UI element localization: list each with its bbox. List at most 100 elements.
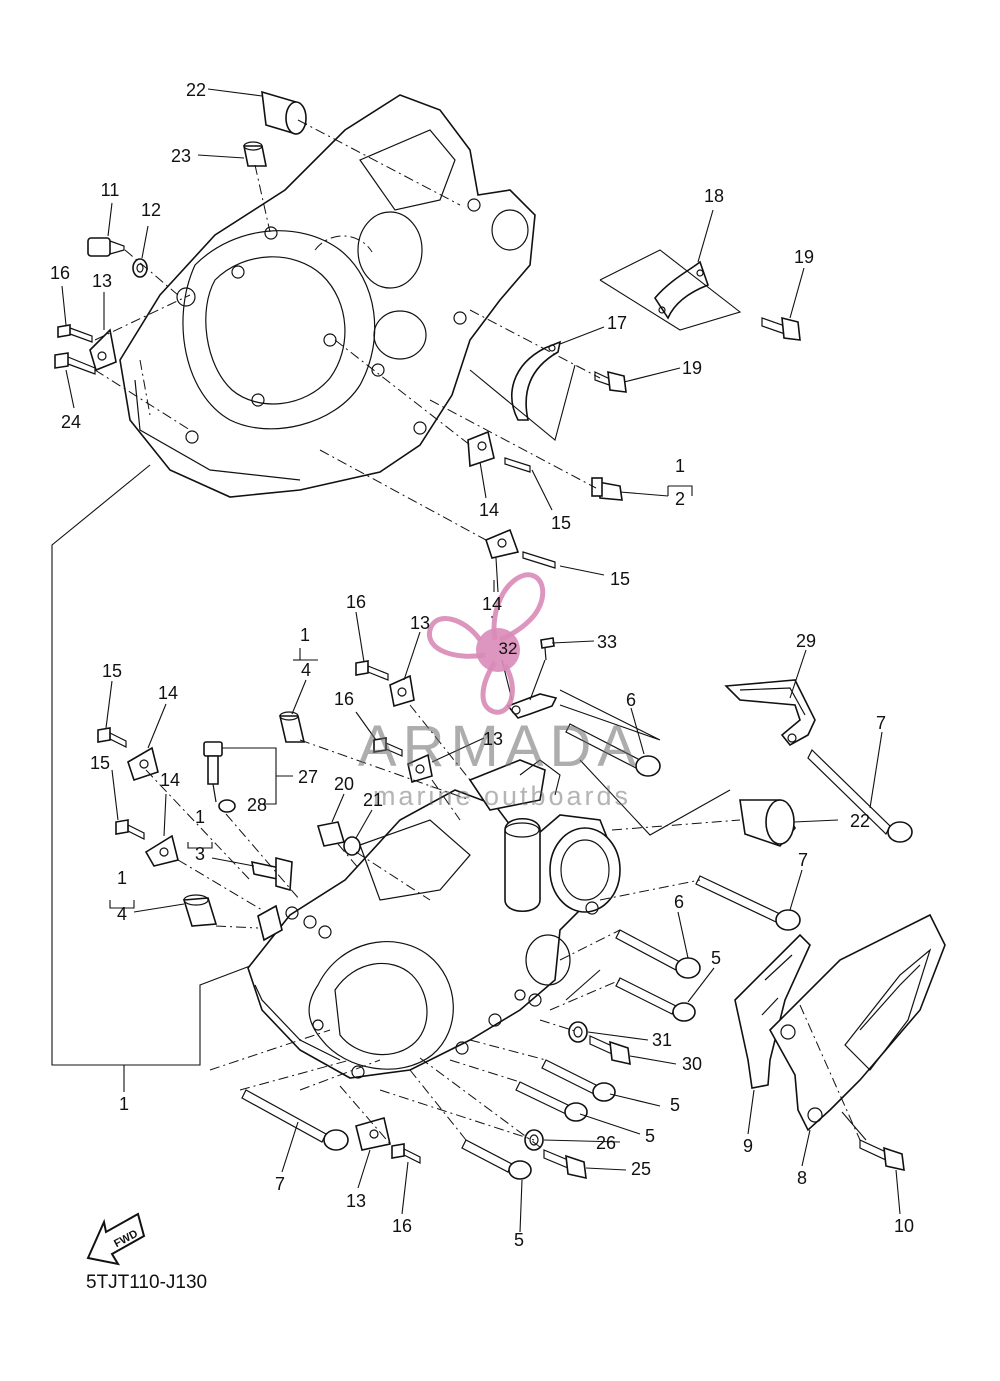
callout-4: 4 <box>301 660 311 680</box>
callout-27: 27 <box>298 767 318 787</box>
callout-17: 17 <box>607 313 627 333</box>
callout-15: 15 <box>551 513 571 533</box>
diagram-code: 5TJT110-J130 <box>86 1272 207 1293</box>
bolt-6-upper <box>565 723 661 777</box>
callout-6: 6 <box>626 690 636 710</box>
plug-1-2 <box>591 477 623 501</box>
callout-30: 30 <box>682 1054 702 1074</box>
callout-7: 7 <box>275 1174 285 1194</box>
fitting-3 <box>251 856 293 892</box>
callout-7: 7 <box>876 713 886 733</box>
bolt-7-mid <box>695 875 801 931</box>
callout-28: 28 <box>247 795 267 815</box>
callout-5: 5 <box>711 948 721 968</box>
bracket-14-left-b <box>144 834 179 867</box>
callout-14: 14 <box>482 594 502 614</box>
bolt-7-upper <box>807 748 913 843</box>
callout-14: 14 <box>160 770 180 790</box>
bolt-24 <box>54 352 96 375</box>
bolt-19-mid <box>594 370 627 393</box>
callout-29: 29 <box>796 631 816 651</box>
callout-19: 19 <box>794 247 814 267</box>
callout-15: 15 <box>90 753 110 773</box>
bracket-14-left-a <box>127 746 159 782</box>
callout-13: 13 <box>92 271 112 291</box>
callout-3: 3 <box>195 844 205 864</box>
callout-11: 11 <box>101 180 120 200</box>
callout-13: 13 <box>410 613 430 633</box>
sensor-27 <box>203 741 223 803</box>
bolt-25 <box>543 1149 587 1180</box>
plate-17 <box>511 340 562 421</box>
bracket-13-lower <box>407 753 433 784</box>
callout-16: 16 <box>346 592 366 612</box>
callout-4: 4 <box>117 904 127 924</box>
bolt-19-right <box>761 316 801 341</box>
collar-4-lower <box>182 894 218 927</box>
cover-8 <box>769 913 946 1132</box>
bolt-5-b <box>541 1059 616 1102</box>
bolt-16-mid <box>355 660 389 681</box>
callout-24: 24 <box>61 412 81 432</box>
plate-29 <box>724 679 816 747</box>
callout-2: 2 <box>675 489 685 509</box>
lower-leader-lines <box>105 580 901 1233</box>
callout-7: 7 <box>798 850 808 870</box>
callout-8: 8 <box>797 1168 807 1188</box>
callout-31: 31 <box>652 1030 672 1050</box>
bolt-16-lower <box>373 737 403 757</box>
armada-watermark: 32 ARMADA marine outboards <box>358 572 642 811</box>
callout-12: 12 <box>141 200 161 220</box>
bolt-11 <box>87 237 125 257</box>
callout-15: 15 <box>102 661 122 681</box>
o-ring-28 <box>218 799 236 813</box>
bolt-15-left-b <box>115 819 145 840</box>
crankcase-right-drawing <box>247 759 621 1079</box>
callout-20: 20 <box>334 774 354 794</box>
callout-5: 5 <box>514 1230 524 1250</box>
callout-16: 16 <box>392 1216 412 1236</box>
bracket-14-upper <box>467 430 495 468</box>
bolt-10 <box>859 1139 905 1172</box>
callout-22: 22 <box>850 811 870 831</box>
callout-33: 33 <box>597 632 617 652</box>
callout-13: 13 <box>346 1191 366 1211</box>
dowel-20 <box>316 821 346 847</box>
propeller-logo-icon <box>427 572 546 715</box>
callout-1: 1 <box>195 807 205 827</box>
callout-14: 14 <box>479 500 499 520</box>
callout-labels: 22 23 11 12 16 13 24 18 19 17 19 1 2 14 … <box>50 80 914 1250</box>
guide-9 <box>734 933 811 1089</box>
bracket-14-mid <box>485 528 520 559</box>
bolt-16-bottom <box>391 1143 421 1164</box>
watermark-tagline: marine outboards <box>373 781 631 811</box>
bushing-22-upper <box>261 90 307 135</box>
callout-25: 25 <box>631 1159 651 1179</box>
bolt-5-a <box>615 977 696 1022</box>
plate-18 <box>654 260 710 320</box>
callout-10: 10 <box>894 1216 914 1236</box>
washer-31 <box>568 1021 588 1043</box>
callout-21: 21 <box>363 790 383 810</box>
bolt-30 <box>589 1035 631 1066</box>
bolt-7-lower <box>241 1089 349 1151</box>
callout-9: 9 <box>743 1136 753 1156</box>
fwd-arrow-icon: FWD <box>86 1212 146 1266</box>
callout-22: 22 <box>186 80 206 100</box>
callout-15: 15 <box>610 569 630 589</box>
callout-1: 1 <box>675 456 685 476</box>
clamp-32 <box>506 693 558 719</box>
callout-13: 13 <box>483 729 503 749</box>
bolt-5-c <box>515 1081 588 1122</box>
callout-16: 16 <box>50 263 70 283</box>
watermark-brand: ARMADA <box>358 714 642 779</box>
callout-16: 16 <box>334 689 354 709</box>
o-ring-21 <box>343 836 361 856</box>
callout-32: 32 <box>499 639 518 658</box>
callout-18: 18 <box>704 186 724 206</box>
bracket-13-mid <box>389 674 415 708</box>
callout-26: 26 <box>596 1133 616 1153</box>
callout-23: 23 <box>171 146 191 166</box>
